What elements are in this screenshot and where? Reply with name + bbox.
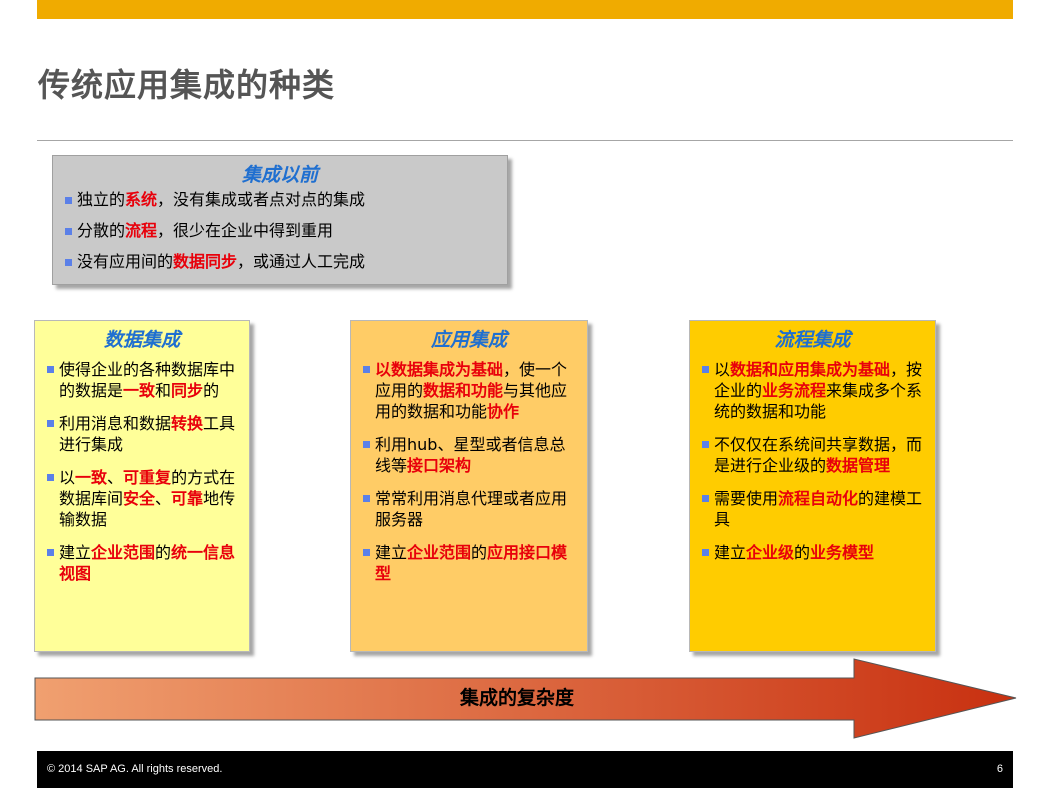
bullet-square-icon (702, 549, 709, 556)
bullet-square-icon (363, 495, 370, 502)
footer-bar: © 2014 SAP AG. All rights reserved. 6 (37, 751, 1013, 788)
complexity-arrow: 集成的复杂度 (34, 658, 1018, 742)
footer-page-number: 6 (996, 763, 1003, 775)
app-bullet-3: 常常利用消息代理或者应用服务器 (351, 488, 587, 530)
arrow-shape-icon (34, 658, 1017, 739)
data-integration-box: 数据集成 使得企业的各种数据库中的数据是一致和同步的 利用消息和数据转换工具进行… (34, 320, 250, 652)
bullet-square-icon (47, 474, 54, 481)
top-accent-bar (37, 0, 1013, 19)
application-integration-box: 应用集成 以数据集成为基础，使一个应用的数据和功能与其他应用的数据和功能协作 利… (350, 320, 588, 652)
slide-title: 传统应用集成的种类 (38, 66, 336, 104)
application-integration-heading: 应用集成 (430, 329, 507, 351)
before-bullet-2: 分散的流程，很少在企业中得到重用 (53, 221, 507, 241)
app-bullet-1: 以数据集成为基础，使一个应用的数据和功能与其他应用的数据和功能协作 (351, 359, 587, 422)
title-divider (37, 140, 1013, 141)
bullet-square-icon (47, 366, 54, 373)
process-bullet-3: 需要使用流程自动化的建模工具 (690, 488, 935, 530)
bullet-square-icon (363, 441, 370, 448)
before-bullet-1: 独立的系统，没有集成或者点对点的集成 (53, 190, 507, 210)
bullet-square-icon (702, 441, 709, 448)
footer-copyright: © 2014 SAP AG. All rights reserved. (47, 763, 223, 775)
data-bullet-1: 使得企业的各种数据库中的数据是一致和同步的 (35, 359, 249, 401)
app-bullet-4: 建立企业范围的应用接口模型 (351, 542, 587, 584)
before-integration-heading: 集成以前 (241, 164, 318, 186)
process-bullet-1: 以数据和应用集成为基础，按企业的业务流程来集成多个系统的数据和功能 (690, 359, 935, 422)
before-bullet-3: 没有应用间的数据同步，或通过人工完成 (53, 252, 507, 272)
bullet-square-icon (363, 549, 370, 556)
bullet-square-icon (65, 228, 72, 235)
bullet-square-icon (702, 366, 709, 373)
app-bullet-2: 利用hub、星型或者信息总线等接口架构 (351, 434, 587, 476)
bullet-square-icon (65, 259, 72, 266)
data-bullet-4: 建立企业范围的统一信息视图 (35, 542, 249, 584)
process-integration-box: 流程集成 以数据和应用集成为基础，按企业的业务流程来集成多个系统的数据和功能 不… (689, 320, 936, 652)
process-integration-heading: 流程集成 (774, 329, 851, 351)
data-bullet-3: 以一致、可重复的方式在数据库间安全、可靠地传输数据 (35, 467, 249, 530)
bullet-square-icon (363, 366, 370, 373)
bullet-square-icon (47, 549, 54, 556)
bullet-square-icon (65, 197, 72, 204)
process-bullet-4: 建立企业级的业务模型 (690, 542, 935, 563)
data-integration-heading: 数据集成 (103, 329, 180, 351)
complexity-arrow-label: 集成的复杂度 (459, 687, 574, 709)
data-bullet-2: 利用消息和数据转换工具进行集成 (35, 413, 249, 455)
before-integration-box: 集成以前 独立的系统，没有集成或者点对点的集成 分散的流程，很少在企业中得到重用… (52, 155, 508, 285)
bullet-square-icon (47, 420, 54, 427)
process-bullet-2: 不仅仅在系统间共享数据，而是进行企业级的数据管理 (690, 434, 935, 476)
bullet-square-icon (702, 495, 709, 502)
